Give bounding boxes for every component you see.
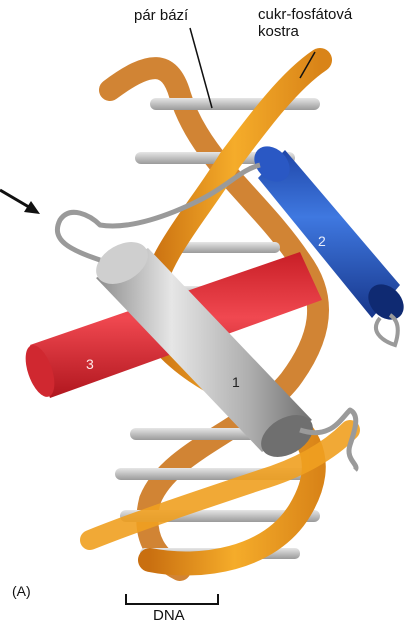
base-pair-pointer	[190, 28, 212, 108]
backbone-label: cukr-fosfátová kostra	[258, 6, 388, 40]
protein-loop	[376, 315, 398, 345]
dna-bracket	[126, 594, 218, 604]
helix-1-number: 1	[232, 374, 240, 390]
panel-label: (A)	[12, 583, 31, 599]
backbone-label-line2: kostra	[258, 23, 388, 40]
helix-2-number: 2	[318, 233, 326, 249]
arrow-icon	[0, 190, 40, 214]
base-pair-bar	[150, 98, 320, 110]
base-pair-label: pár bází	[134, 8, 188, 24]
helix-3-number: 3	[86, 356, 94, 372]
dna-label: DNA	[153, 608, 185, 624]
backbone-label-line1: cukr-fosfátová	[258, 6, 388, 23]
